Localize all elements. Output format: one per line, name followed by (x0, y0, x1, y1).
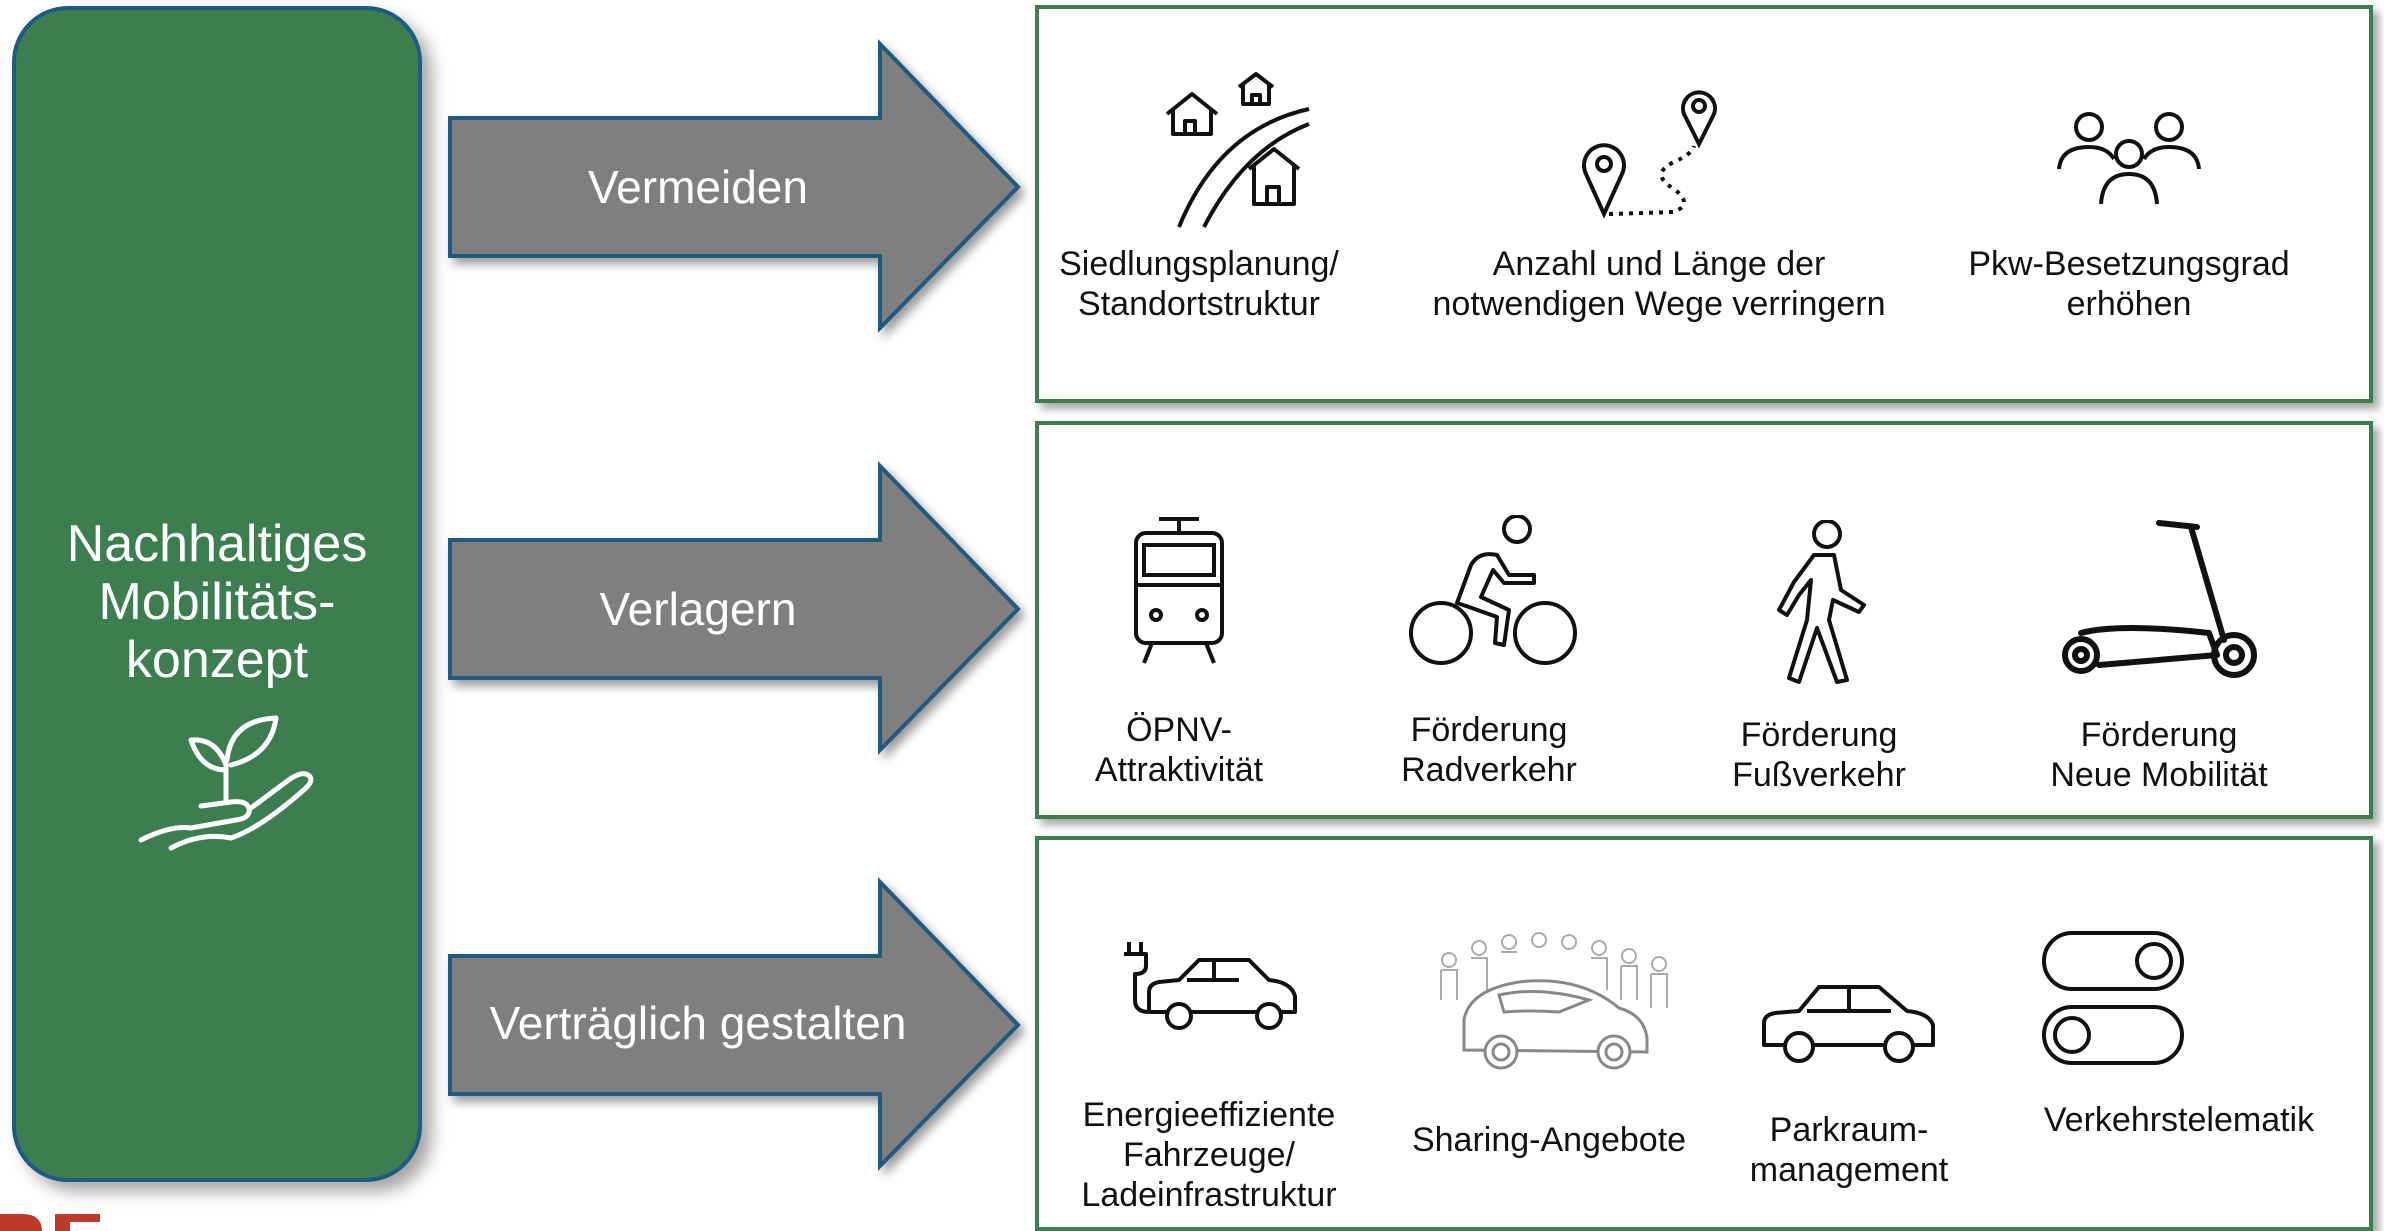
arrow-label-vermeiden: Vermeiden (588, 161, 808, 213)
item-label: ÖPNV- Attraktivität (1094, 711, 1264, 789)
item-energieeffizient: Energieeffiziente Fahrzeuge/ Ladeinfrast… (1079, 940, 1339, 1230)
item-label: Förderung Neue Mobilität (2050, 716, 2268, 794)
item-oepnv: ÖPNV- Attraktivität (1079, 515, 1279, 795)
box-vertraeglich: Energieeffiziente Fahrzeuge/ Ladeinfrast… (1035, 836, 2373, 1231)
people-group-icon (2057, 112, 2201, 205)
concept-title: Nachhaltiges Mobilitäts- konzept (66, 515, 368, 689)
item-label: Sharing-Angebote (1411, 1121, 1687, 1159)
item-telematik: Verkehrstelematik (2019, 925, 2339, 1215)
logo-icon (0, 1214, 100, 1231)
houses-road-icon (1165, 72, 1310, 228)
item-sharing: Sharing-Angebote (1389, 920, 1709, 1220)
car-sharing-icon (1440, 932, 1668, 1070)
electric-car-icon (1124, 942, 1297, 1030)
route-pins-icon (1582, 90, 1717, 219)
item-neue-mobilitaet: Förderung Neue Mobilität (2009, 515, 2309, 805)
item-radverkehr: Förderung Radverkehr (1369, 515, 1609, 795)
item-label: Siedlungsplanung/ Standortstruktur (1059, 245, 1339, 323)
item-parkraum: Parkraum- management (1719, 940, 1979, 1230)
item-label: Verkehrstelematik (2043, 1101, 2315, 1139)
cyclist-icon (1409, 515, 1577, 665)
item-label: Förderung Radverkehr (1401, 711, 1577, 789)
arrow-vertraeglich: Verträglich gestalten (448, 877, 1028, 1178)
arrow-label-verlagern: Verlagern (599, 583, 797, 635)
item-label: Förderung Fußverkehr (1732, 716, 1906, 794)
arrow-vermeiden: Vermeiden (448, 39, 1028, 340)
item-label: Pkw-Besetzungsgrad erhöhen (1968, 245, 2290, 323)
concept-panel: Nachhaltiges Mobilitäts- konzept (12, 6, 422, 1182)
toggle-switches-icon (2042, 931, 2184, 1065)
item-besetzungsgrad: Pkw-Besetzungsgrad erhöhen (1939, 69, 2319, 349)
tram-icon (1134, 517, 1224, 664)
e-scooter-icon (2062, 520, 2257, 678)
item-siedlungsplanung: Siedlungsplanung/ Standortstruktur (1049, 69, 1349, 349)
arrow-verlagern: Verlagern (448, 461, 1028, 762)
item-label: Parkraum- management (1749, 1111, 1949, 1189)
arrow-label-vertraeglich: Verträglich gestalten (489, 997, 907, 1049)
item-label: Anzahl und Länge der notwendigen Wege ve… (1432, 245, 1886, 323)
item-label: Energieeffiziente Fahrzeuge/ Ladeinfrast… (1081, 1096, 1337, 1214)
plant-in-hand-icon (138, 715, 314, 851)
box-vermeiden: Siedlungsplanung/ Standortstruktur Anzah… (1035, 5, 2373, 403)
pedestrian-icon (1777, 520, 1866, 684)
item-fussverkehr: Förderung Fußverkehr (1699, 515, 1939, 805)
item-wege-verringern: Anzahl und Länge der notwendigen Wege ve… (1409, 69, 1909, 349)
box-verlagern: ÖPNV- Attraktivität Förderung Radverkehr… (1035, 421, 2373, 819)
car-icon (1762, 985, 1935, 1063)
